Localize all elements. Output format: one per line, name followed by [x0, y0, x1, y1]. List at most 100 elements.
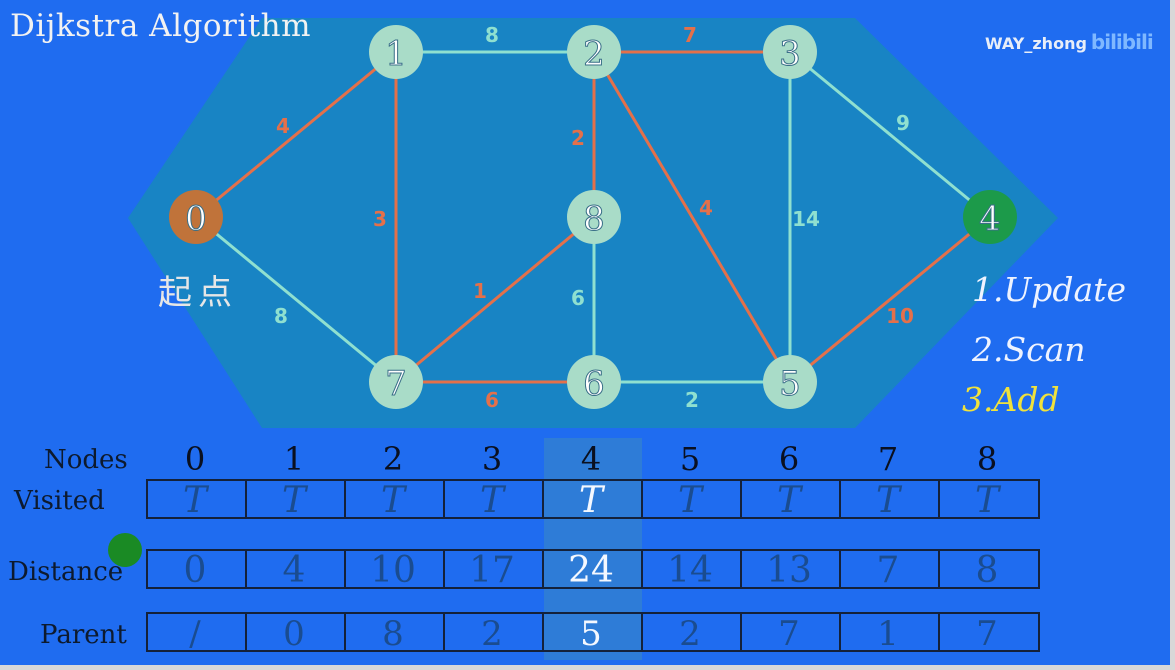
cell-divider: [542, 481, 544, 517]
edge-weight-0-1: 4: [276, 114, 290, 138]
cell-divider: [740, 551, 742, 587]
edge-weight-4-5: 10: [886, 304, 914, 328]
node-circle-3: [763, 25, 817, 79]
cell-divider: [839, 614, 841, 650]
node-label-2: 2: [583, 34, 605, 74]
step-update: 1.Update: [972, 270, 1127, 309]
node-header-2: 2: [382, 440, 404, 478]
visited-cell-6: T: [776, 480, 801, 521]
distance-cell-0: 0: [183, 550, 207, 591]
page-title: Dijkstra Algorithm: [10, 8, 312, 44]
cell-divider: [245, 481, 247, 517]
node-header-3: 3: [481, 440, 503, 478]
node-header-0: 0: [184, 440, 206, 478]
cell-divider: [443, 614, 445, 650]
cell-divider: [839, 551, 841, 587]
node-header-1: 1: [283, 440, 305, 478]
node-2: 2: [567, 25, 621, 79]
node-1: 1: [369, 25, 423, 79]
cell-divider: [344, 614, 346, 650]
parent-cell-1: 0: [283, 614, 305, 654]
node-circle-0: [169, 190, 223, 244]
cell-divider: [245, 614, 247, 650]
row-label-distance: Distance: [8, 557, 124, 587]
row-label-parent: Parent: [40, 620, 127, 650]
node-header-5: 5: [679, 440, 701, 478]
visited-cell-5: T: [677, 480, 702, 521]
cell-divider: [344, 481, 346, 517]
cell-divider: [938, 481, 940, 517]
distance-cell-2: 10: [370, 550, 416, 591]
watermark-text: WAY_zhong: [985, 34, 1087, 53]
cell-divider: [443, 551, 445, 587]
edge-weight-3-5: 14: [792, 207, 820, 231]
bilibili-logo-icon: bilibili: [1090, 30, 1154, 54]
step-scan: 2.Scan: [972, 330, 1086, 369]
cell-divider: [344, 551, 346, 587]
edge-weights-layer: 4 8 8 3 7 2 4 9 14 10 2 6 6 1: [274, 23, 914, 412]
edges-layer: [195, 50, 991, 384]
node-5: 5: [763, 355, 817, 409]
edge-7-8: [395, 215, 595, 384]
node-circle-8: [567, 190, 621, 244]
node-3: 3: [763, 25, 817, 79]
node-label-0: 0: [185, 199, 207, 239]
visited-cell-3: T: [479, 480, 504, 521]
node-circle-2: [567, 25, 621, 79]
visited-cell-4: T: [578, 480, 603, 521]
parent-cell-5: 2: [679, 614, 701, 654]
mouse-cursor-indicator: [108, 533, 142, 567]
cell-divider: [740, 481, 742, 517]
node-label-8: 8: [583, 199, 605, 239]
cell-divider: [938, 614, 940, 650]
node-label-7: 7: [385, 364, 407, 404]
start-label: 起点: [158, 273, 238, 313]
node-header-8: 8: [976, 440, 998, 478]
nodes-layer: 0 1 2 3 4 5 6 7 8: [169, 25, 1017, 409]
table-row-parent: [146, 612, 1040, 652]
visited-cell-0: T: [182, 480, 207, 521]
node-7: 7: [369, 355, 423, 409]
edge-weight-0-7: 8: [274, 304, 288, 328]
edge-weight-2-3: 7: [683, 23, 697, 47]
node-header-6: 6: [778, 440, 800, 478]
node-circle-6: [567, 355, 621, 409]
node-circle-4: [963, 190, 1017, 244]
node-circle-5: [763, 355, 817, 409]
frame-border-right: [1170, 0, 1175, 670]
parent-cell-4: 5: [580, 614, 602, 654]
edge-4-5: [789, 215, 991, 384]
edge-0-7: [195, 215, 397, 384]
node-header-7: 7: [877, 440, 899, 478]
parent-cell-2: 8: [382, 614, 404, 654]
node-header-4: 4: [580, 440, 602, 478]
distance-cell-5: 14: [667, 550, 713, 591]
edge-3-4: [789, 50, 991, 219]
node-label-1: 1: [385, 34, 407, 74]
distance-cell-8: 8: [975, 550, 999, 591]
edge-weight-3-4: 9: [896, 111, 910, 135]
node-circle-7: [369, 355, 423, 409]
node-6: 6: [567, 355, 621, 409]
cell-divider: [542, 614, 544, 650]
cell-divider: [839, 481, 841, 517]
edge-weight-6-7: 6: [485, 388, 499, 412]
node-label-4: 4: [979, 199, 1001, 239]
parent-cell-7: 1: [877, 614, 899, 654]
edge-weight-5-6: 2: [685, 388, 699, 412]
edge-weight-1-7: 3: [373, 207, 387, 231]
visited-cell-8: T: [974, 480, 999, 521]
edge-2-5: [592, 51, 792, 383]
cell-divider: [641, 481, 643, 517]
node-4: 4: [963, 190, 1017, 244]
distance-cell-1: 4: [282, 550, 306, 591]
distance-cell-7: 7: [876, 550, 900, 591]
cell-divider: [641, 551, 643, 587]
frame-border-bottom: [0, 665, 1175, 670]
node-0: 0: [169, 190, 223, 244]
row-label-visited: Visited: [14, 486, 105, 516]
edge-weight-2-5: 4: [699, 196, 713, 220]
cell-divider: [443, 481, 445, 517]
parent-cell-0: /: [189, 614, 201, 654]
